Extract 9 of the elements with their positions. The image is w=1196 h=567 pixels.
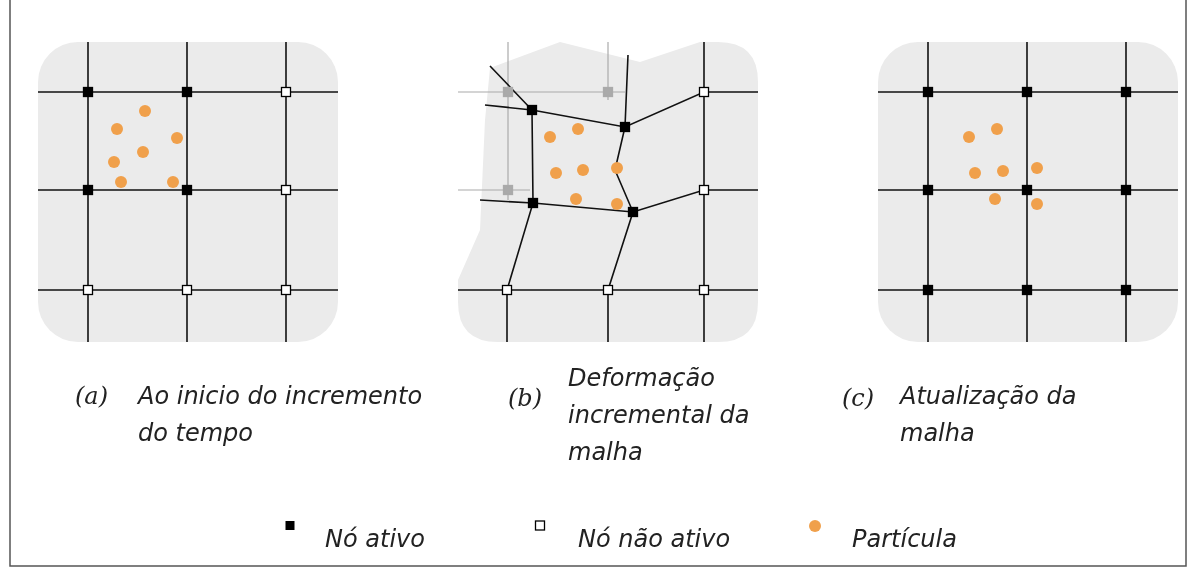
panel-letter: (b) bbox=[508, 383, 543, 414]
legend-label: Partícula bbox=[852, 524, 957, 555]
panel-caption: Deformação incremental da malha bbox=[568, 363, 751, 468]
legend-label: Nó não ativo bbox=[578, 524, 731, 555]
legend-label: Nó ativo bbox=[325, 524, 425, 555]
panel-caption: Ao inicio do incremento do tempo bbox=[138, 381, 424, 449]
panel-caption: Atualização da malha bbox=[900, 381, 1078, 449]
panel-letter: (c) bbox=[842, 383, 875, 414]
panel-letter: (a) bbox=[75, 381, 109, 412]
